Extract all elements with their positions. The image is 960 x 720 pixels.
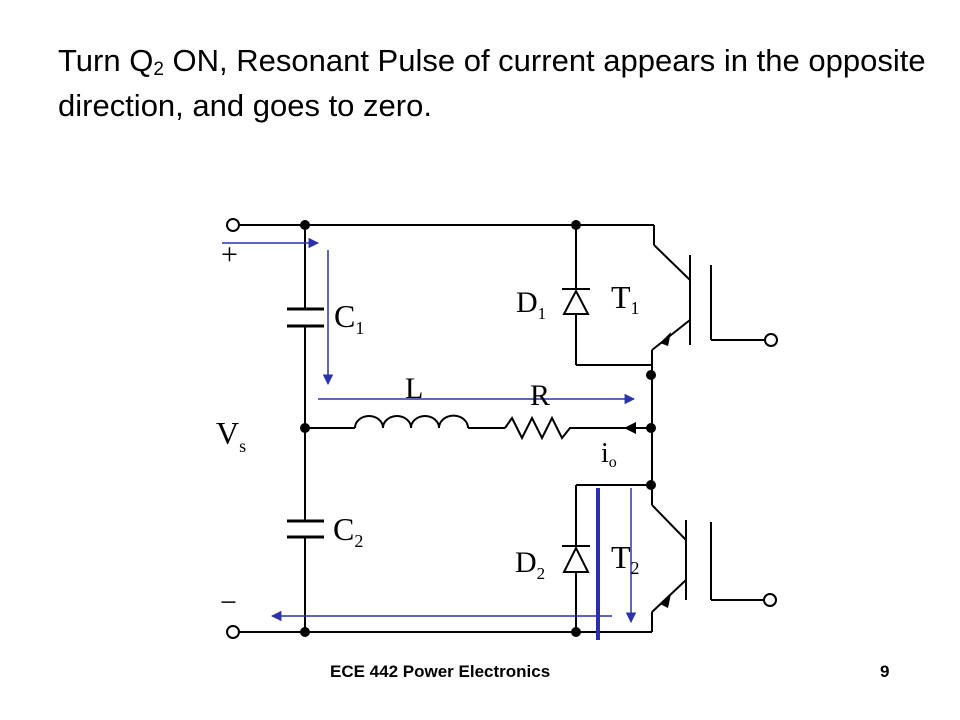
terminals: [226, 218, 778, 639]
inductor-l: [354, 414, 469, 429]
diode-d2: [562, 545, 590, 573]
current-path-arrows: [222, 237, 637, 624]
junction-dots: [300, 220, 656, 637]
label-d1: D1: [516, 286, 546, 323]
label-minus: −: [220, 586, 237, 619]
label-t1: T1: [611, 279, 640, 318]
title-subscript: 2: [153, 59, 164, 80]
footer-course-name: ECE 442 Power Electronics: [330, 662, 551, 681]
label-plus: +: [221, 238, 238, 271]
label-c1: C1: [334, 298, 364, 338]
title-text-2: ON, Resonant Pulse of current appears in…: [58, 43, 926, 123]
circuit-wiring: [237, 224, 764, 633]
label-l: L: [405, 372, 423, 405]
t1-emitter-arrow: [660, 332, 671, 346]
slide-title: Turn Q2 ON, Resonant Pulse of current ap…: [58, 38, 938, 128]
diode-d1: [562, 288, 590, 315]
io-direction-arrow: [624, 422, 636, 434]
t2-emitter-arrow: [660, 594, 671, 608]
label-io: io: [601, 438, 617, 471]
capacitor-c1: [287, 307, 324, 328]
label-t2: T2: [611, 539, 640, 578]
capacitor-c2: [287, 519, 324, 539]
label-c2: C2: [333, 511, 363, 551]
resistor-r: [504, 415, 575, 441]
label-d2: D2: [515, 546, 545, 583]
label-r: R: [530, 379, 550, 412]
label-vs: Vs: [216, 415, 246, 456]
footer-page-number: 9: [880, 662, 890, 681]
title-text-1: Turn Q: [58, 43, 154, 78]
